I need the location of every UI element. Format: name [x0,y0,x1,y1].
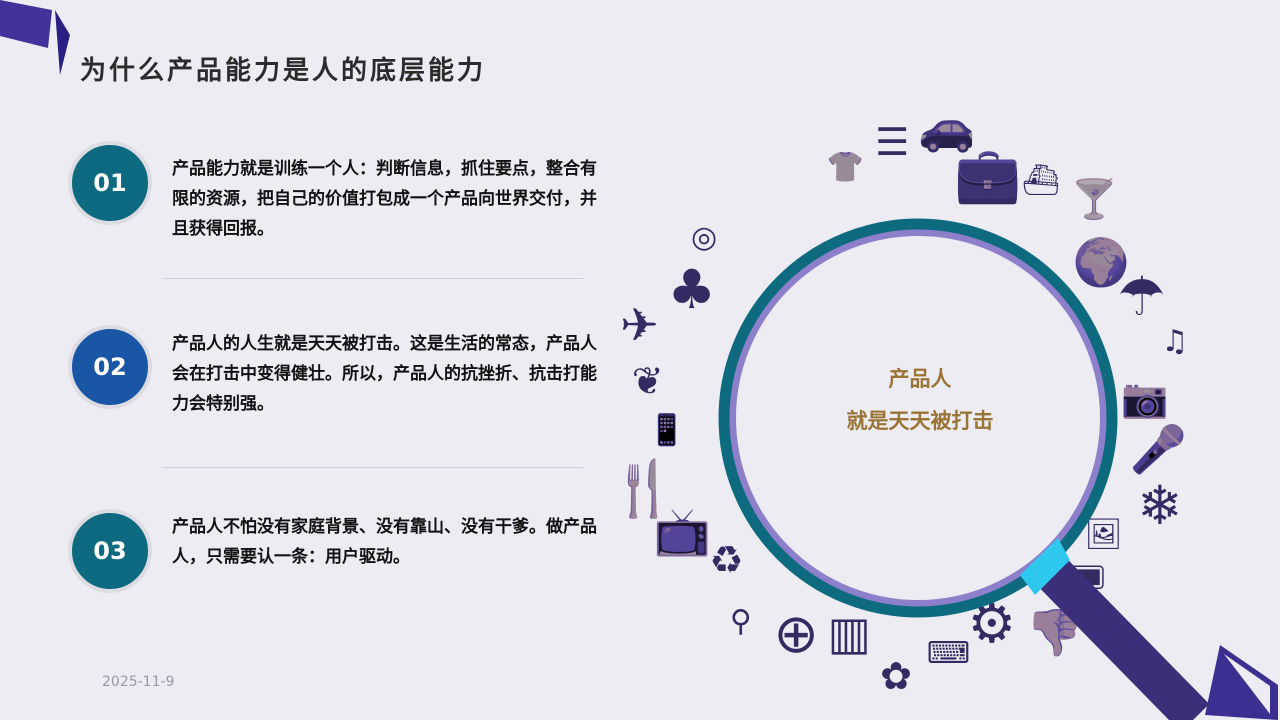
item-text-03: 产品人不怕没有家庭背景、没有靠山、没有干爹。做产品人，只需要认一条：用户驱动。 [172,517,597,567]
tv-icon: 📺 [653,503,712,558]
number-badge-01: 01 [68,141,152,225]
cocktail-icon: 🍸 [1070,177,1119,222]
briefcase-icon: 💼 [954,142,1022,206]
basketball-icon: ⊕ [773,601,819,665]
caption-line-1: 产品人 [888,367,952,391]
keyboard-icon: ⌨ [926,636,971,672]
divider [163,278,583,279]
magnifier-handle [1035,556,1210,720]
microphone-icon: 🎤 [1129,422,1187,477]
number-badge-03: 03 [68,509,152,593]
clover-icon: ♣ [667,257,716,321]
umbrella-icon: ☂ [1117,264,1166,328]
music-note-icon: ♫ [1161,324,1189,360]
shirt-icon: 👕 [826,149,864,185]
magnifier-ring [718,218,1118,618]
zoom-icon: ⚲ [729,603,752,639]
date-label: 2025-11-9 [102,674,175,690]
snowflake-icon: ❄ [1137,474,1183,538]
chart-icon: ▥ [827,606,872,661]
car-icon: 🚗 [918,100,976,155]
magnifier-collar [1020,538,1070,595]
camera-icon: 📷 [1121,375,1169,420]
picture-icon: 🖼 [1084,516,1123,552]
item-text-01: 产品能力就是训练一个人：判断信息，抓住要点，整合有限的资源，把自己的价值打包成一… [172,159,597,239]
airplane-icon: ✈ [620,298,659,352]
phone-icon: 📱 [648,412,686,448]
ship-icon: ⛴ [1021,162,1060,198]
number-badge-02: 02 [68,325,152,409]
corner-decoration-top-left [0,0,70,75]
caption-line-2: 就是天天被打击 [846,409,994,433]
magnifier-caption: 产品人 就是天天被打击 [800,358,1040,442]
plant-icon: ✿ [880,653,912,698]
corner-decoration-bottom-right [1205,645,1278,720]
globe-icon: 🌍 [1072,234,1130,289]
cutlery-icon: 🍴 [610,457,678,521]
divider [163,467,583,468]
equalizer-icon: ☰ [875,120,910,165]
recycle-icon: ♻ [709,538,744,583]
cd-icon: ◎ [690,220,718,256]
item-text-02: 产品人的人生就是天天被打击。这是生活的常态，产品人会在打击中变得健壮。所以，产品… [172,334,597,414]
magnifier-lens [728,228,1108,608]
leaf-icon: ❦ [631,359,664,403]
page-title: 为什么产品能力是人的底层能力 [80,56,487,86]
